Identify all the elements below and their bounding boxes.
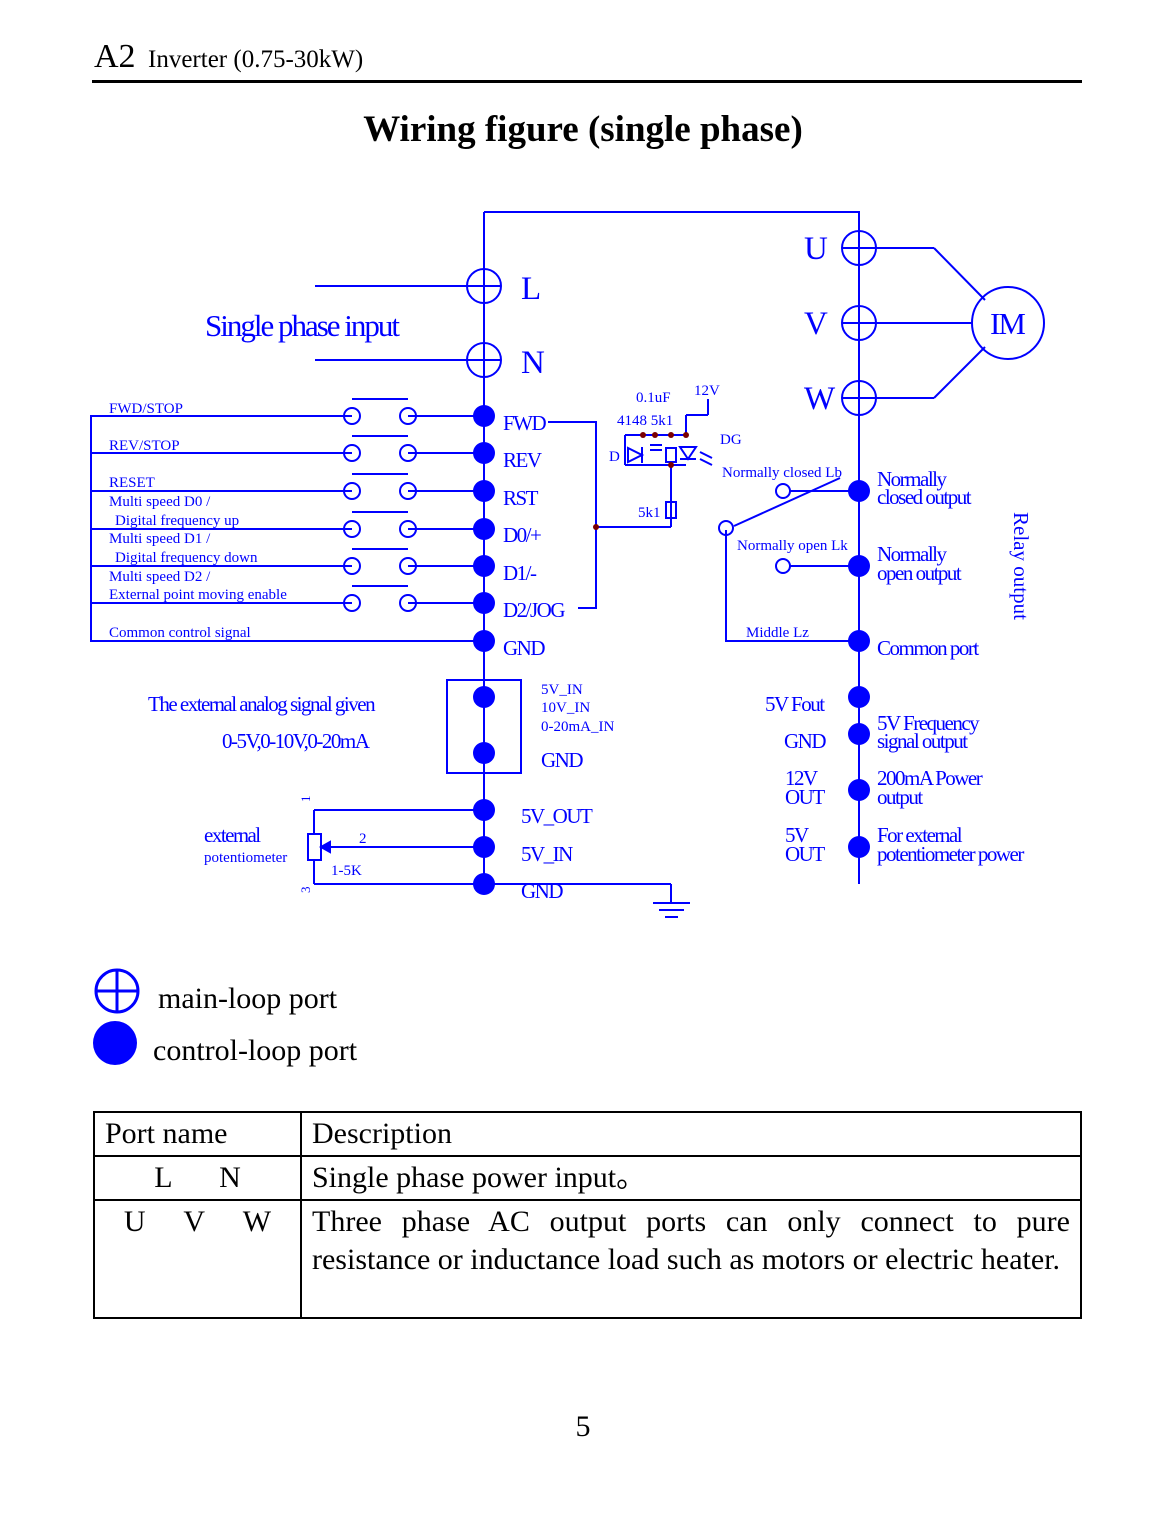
legend-control-loop: control-loop port xyxy=(92,1034,357,1068)
switch-d2-line2: External point moving enable xyxy=(109,587,287,603)
potentiometer-value: 1-5K xyxy=(331,863,362,879)
header-model: A2 xyxy=(94,38,136,75)
port-description: Three phase AC output ports can only con… xyxy=(300,1199,1082,1319)
page-header: A2 Inverter (0.75-30kW) xyxy=(92,36,1082,83)
output-pot-line1: For external xyxy=(877,823,963,847)
diagram-labels: Single phase input L N U V W IM FWD REV … xyxy=(109,231,1033,903)
terminal-v-label: V xyxy=(804,306,828,342)
header-description: Description xyxy=(300,1111,1082,1157)
switch-d1-line1: Multi speed D1 / xyxy=(109,531,211,547)
output-5v-line1: 5V xyxy=(785,823,809,847)
relay-nc-out2: closed output xyxy=(877,485,972,509)
input-label: Single phase input xyxy=(205,308,400,343)
port-name-w: W xyxy=(242,1205,272,1238)
port-names: L N xyxy=(105,1159,290,1197)
main-loop-port-icon xyxy=(94,968,140,1014)
switch-fwd-label: FWD/STOP xyxy=(109,401,183,417)
analog-in-line1: 5V_IN xyxy=(541,682,583,698)
opto-parts-label: 4148 5k1 xyxy=(617,413,673,429)
legend-main-loop-label: main-loop port xyxy=(158,982,338,1015)
port-description: Single phase power input。 xyxy=(300,1155,1082,1201)
control-loop-port-icon xyxy=(93,1021,137,1065)
output-fout-label: 5V Fout xyxy=(765,692,825,716)
relay-common-port: Common port xyxy=(877,636,979,660)
output-power-line2: output xyxy=(877,785,923,809)
switch-d1-line2: Digital frequency down xyxy=(115,550,258,566)
switch-d2-line1: Multi speed D2 / xyxy=(109,569,211,585)
table-row: U V W Three phase AC output ports can on… xyxy=(93,1199,1082,1319)
opto-dg-label: DG xyxy=(720,432,742,448)
terminal-5v-out-label: 5V_OUT xyxy=(521,804,593,828)
terminal-u-label: U xyxy=(804,231,828,267)
terminal-gnd-bottom-label: GND xyxy=(521,879,563,903)
relay-middle-label: Middle Lz xyxy=(746,625,809,641)
output-freq-line1: 5V Frequency xyxy=(877,711,980,735)
potentiometer-label2: potentiometer xyxy=(204,850,287,866)
potentiometer-pin2: 2 xyxy=(359,831,367,847)
header-title: Inverter (0.75-30kW) xyxy=(148,46,364,73)
analog-in-line3: 0-20mA_IN xyxy=(541,719,614,735)
opto-resistor-label: 5k1 xyxy=(638,505,661,521)
analog-label: The external analog signal given xyxy=(148,692,376,716)
switch-d0-line2: Digital frequency up xyxy=(115,513,239,529)
terminal-5v-in-label: 5V_IN xyxy=(521,842,573,866)
port-table-header: Port name Description xyxy=(93,1111,1082,1157)
terminal-gnd-label: GND xyxy=(503,636,545,660)
terminal-d1-label: D1/- xyxy=(503,561,537,585)
motor-label: IM xyxy=(990,306,1025,341)
opto-d-label: D xyxy=(609,449,620,465)
legend-main-loop: main-loop port xyxy=(92,982,337,1016)
terminal-n-label: N xyxy=(521,345,545,381)
output-freq-line2: signal output xyxy=(877,729,968,753)
terminal-l-label: L xyxy=(521,271,541,307)
relay-side-label: Relay output xyxy=(1009,512,1033,620)
output-gnd-label: GND xyxy=(784,729,826,753)
port-table: Port name Description L N Single phase p… xyxy=(93,1111,1082,1319)
header-port-name: Port name xyxy=(93,1111,302,1157)
switch-rev-label: REV/STOP xyxy=(109,438,180,454)
switch-reset-label: RESET xyxy=(109,475,155,491)
analog-range: 0-5V,0-10V,0-20mA xyxy=(222,729,371,753)
output-5v-line2: OUT xyxy=(785,842,825,866)
wire-lines xyxy=(90,211,1045,918)
analog-in-line2: 10V_IN xyxy=(541,700,590,716)
potentiometer-pin3: 3 xyxy=(298,887,313,894)
output-12v-line2: OUT xyxy=(785,785,825,809)
relay-no-out1: Normally xyxy=(877,542,947,566)
table-row: L N Single phase power input。 xyxy=(93,1155,1082,1201)
terminal-fwd-label: FWD xyxy=(503,411,547,435)
terminal-d2-label: D2/JOG xyxy=(503,598,565,622)
control-terminal-nodes xyxy=(473,405,870,895)
potentiometer-label1: external xyxy=(204,823,261,847)
terminal-d0-label: D0/+ xyxy=(503,523,541,547)
relay-nc-out1: Normally xyxy=(877,467,947,491)
terminal-w-label: W xyxy=(804,381,836,417)
terminal-rst-label: RST xyxy=(503,486,539,510)
output-pot-line2: potentiometer power xyxy=(877,842,1024,866)
port-names: U V W xyxy=(105,1203,290,1241)
port-name-v: V xyxy=(183,1205,205,1238)
output-12v-line1: 12V xyxy=(785,766,818,790)
opto-cap-label: 0.1uF xyxy=(636,390,671,406)
port-name-l: L xyxy=(154,1161,173,1194)
terminal-rev-label: REV xyxy=(503,448,542,472)
port-name-u: U xyxy=(123,1205,146,1238)
switch-d0-line1: Multi speed D0 / xyxy=(109,494,211,510)
junction-dots xyxy=(593,432,689,530)
relay-nc-label: Normally closed Lb xyxy=(722,465,842,481)
page-number: 5 xyxy=(575,1410,591,1443)
relay-no-out2: open output xyxy=(877,561,962,585)
port-name-n: N xyxy=(219,1161,241,1194)
switch-common-label: Common control signal xyxy=(109,625,251,641)
legend-control-loop-label: control-loop port xyxy=(153,1034,358,1067)
output-power-line1: 200mA Power xyxy=(877,766,983,790)
relay-no-label: Normally open Lk xyxy=(737,538,848,554)
potentiometer-pin1: 1 xyxy=(298,796,313,803)
terminal-ai-gnd-label: GND xyxy=(541,748,583,772)
page-title: Wiring figure (single phase) xyxy=(363,109,803,150)
opto-voltage-label: 12V xyxy=(694,383,720,399)
